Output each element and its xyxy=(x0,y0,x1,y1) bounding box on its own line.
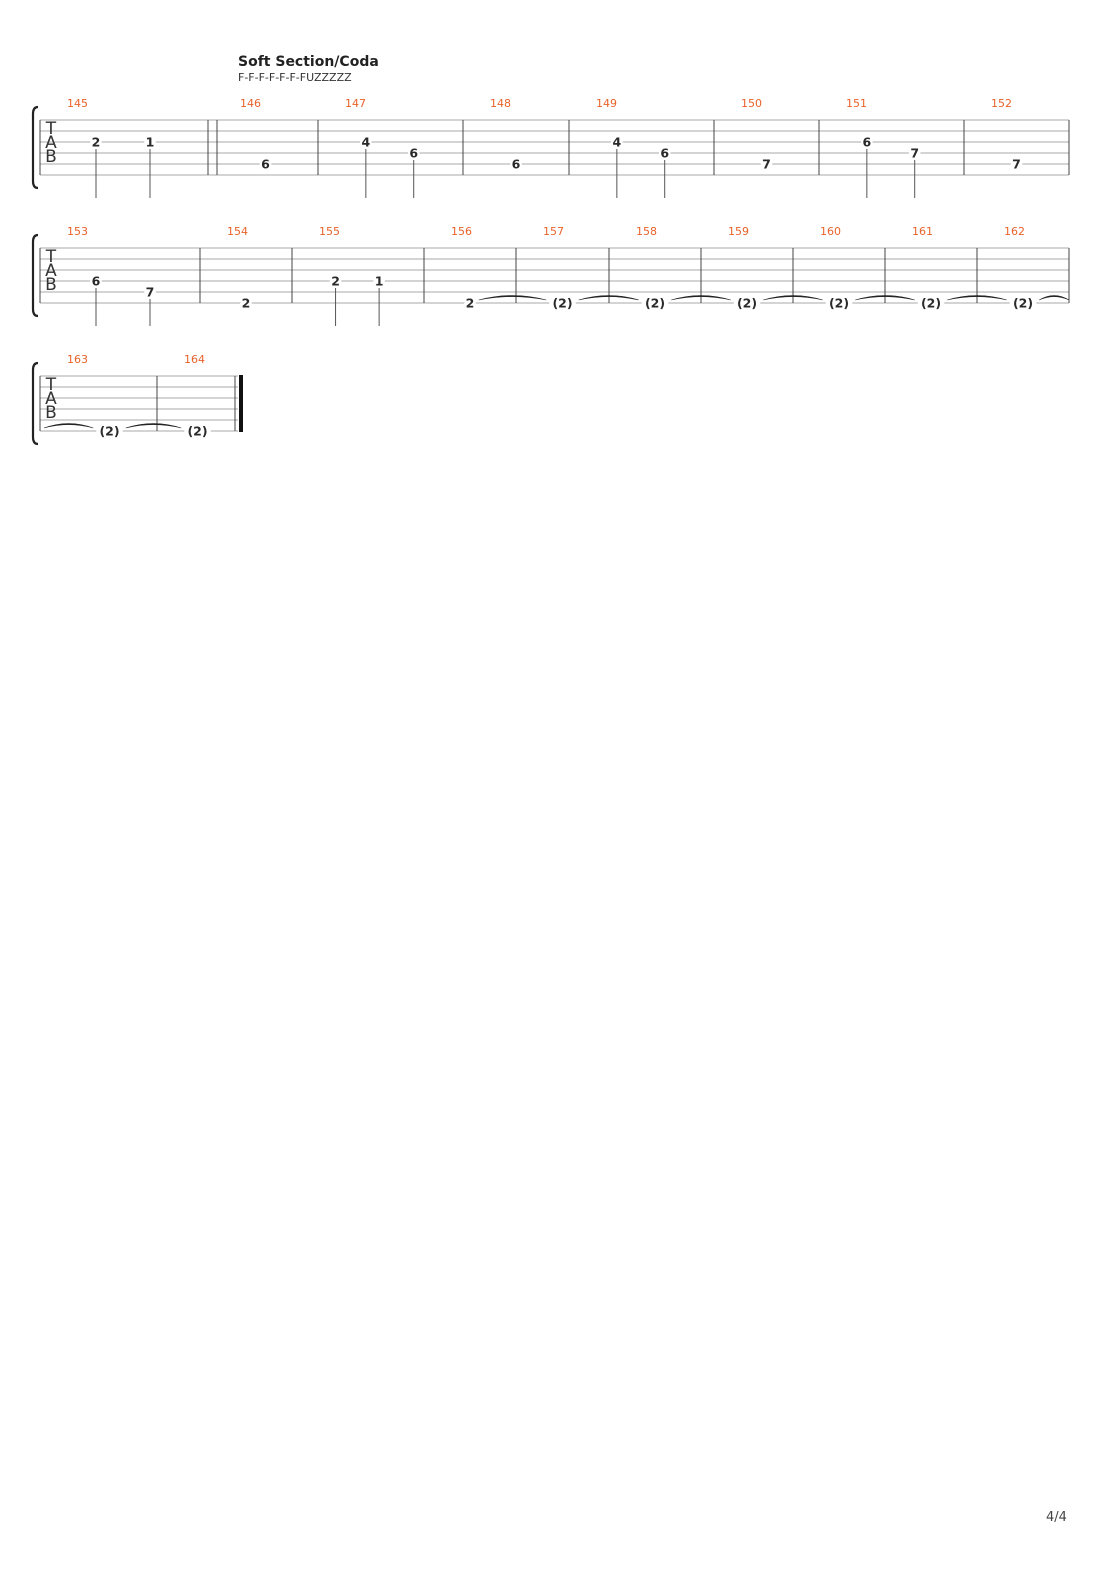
fret-number: 6 xyxy=(261,157,270,172)
fret-background xyxy=(825,296,853,309)
fret-number: (2) xyxy=(99,424,119,439)
fret-number: (2) xyxy=(829,296,849,311)
fret-background xyxy=(1009,296,1037,309)
measure-number: 150 xyxy=(741,97,762,110)
measure-number: 155 xyxy=(319,225,340,238)
fret-number: 6 xyxy=(409,146,418,161)
fret-background xyxy=(240,296,252,309)
measure-number: 158 xyxy=(636,225,657,238)
fret-background xyxy=(861,135,873,148)
tab-clef-letter: A xyxy=(45,133,57,153)
fret-number: 2 xyxy=(466,296,475,311)
fret-number: 1 xyxy=(146,135,155,150)
fret-background xyxy=(510,157,522,170)
tie-arc xyxy=(947,295,1007,301)
measure-number: 153 xyxy=(67,225,88,238)
fret-background xyxy=(259,157,272,170)
measure-number: 149 xyxy=(596,97,617,110)
fret-background xyxy=(760,157,773,170)
fret-background xyxy=(464,296,476,309)
fret-number: 2 xyxy=(331,274,340,289)
fret-number: (2) xyxy=(921,296,941,311)
fret-number: (2) xyxy=(552,296,572,311)
measure-number: 157 xyxy=(543,225,564,238)
fret-number: (2) xyxy=(1013,296,1033,311)
measure-number: 161 xyxy=(912,225,933,238)
system-bracket xyxy=(31,233,39,318)
fret-background xyxy=(407,146,420,159)
fret-background xyxy=(184,424,211,437)
section-subtitle: F-F-F-F-F-F-FUZZZZZ xyxy=(238,71,352,84)
fret-background xyxy=(96,424,123,437)
tie-arc xyxy=(671,295,731,301)
fret-background xyxy=(144,135,156,148)
fret-background xyxy=(90,135,102,148)
measure-number: 156 xyxy=(451,225,472,238)
measure-number: 152 xyxy=(991,97,1012,110)
measure-number: 148 xyxy=(490,97,511,110)
tie-arc xyxy=(578,295,639,301)
fret-number: 1 xyxy=(375,274,384,289)
tab-clef-letter: T xyxy=(45,375,57,395)
tie-arc xyxy=(43,423,94,429)
system-bracket xyxy=(31,361,39,446)
fret-number: 7 xyxy=(146,285,155,300)
fret-background xyxy=(1010,157,1023,170)
measure-number: 160 xyxy=(820,225,841,238)
fret-background xyxy=(641,296,669,309)
measure-number: 163 xyxy=(67,353,88,366)
fret-background xyxy=(329,274,342,287)
fret-number: 7 xyxy=(910,146,919,161)
fret-number: 7 xyxy=(1012,157,1021,172)
tie-arc xyxy=(1039,295,1070,301)
fret-number: 4 xyxy=(612,135,621,150)
fret-number: 6 xyxy=(862,135,871,150)
fret-background xyxy=(917,296,945,309)
fret-background xyxy=(373,274,385,287)
measure-number: 147 xyxy=(345,97,366,110)
tab-clef-letter: B xyxy=(45,403,57,423)
fret-number: (2) xyxy=(645,296,665,311)
fret-number: 2 xyxy=(242,296,251,311)
tie-arc xyxy=(125,423,182,429)
fret-background xyxy=(611,135,623,148)
fret-number: 4 xyxy=(361,135,370,150)
tab-clef-letter: T xyxy=(45,247,57,267)
fret-number: 7 xyxy=(762,157,771,172)
fret-background xyxy=(658,146,671,159)
page-number: 4/4 xyxy=(1046,1510,1067,1525)
fret-background xyxy=(360,135,372,148)
tab-clef-letter: B xyxy=(45,147,57,167)
measure-number: 159 xyxy=(728,225,749,238)
fret-background xyxy=(733,296,761,309)
tie-arc xyxy=(478,295,547,301)
tie-arc xyxy=(855,295,915,301)
fret-number: 6 xyxy=(660,146,669,161)
tie-arc xyxy=(763,295,823,301)
measure-number: 154 xyxy=(227,225,248,238)
tab-clef-letter: A xyxy=(45,389,57,409)
measure-number: 164 xyxy=(184,353,205,366)
system-bracket xyxy=(31,105,39,190)
tab-clef-letter: T xyxy=(45,119,57,139)
tab-clef-letter: A xyxy=(45,261,57,281)
fret-number: 6 xyxy=(512,157,521,172)
fret-number: 6 xyxy=(92,274,101,289)
fret-background xyxy=(908,146,921,159)
measure-number: 145 xyxy=(67,97,88,110)
fret-number: (2) xyxy=(187,424,207,439)
fret-background xyxy=(549,296,576,309)
section-title: Soft Section/Coda xyxy=(238,54,379,70)
fret-background xyxy=(144,285,156,298)
tab-clef-letter: B xyxy=(45,275,57,295)
measure-number: 162 xyxy=(1004,225,1025,238)
measure-number: 151 xyxy=(846,97,867,110)
fret-number: 2 xyxy=(92,135,101,150)
measure-number: 146 xyxy=(240,97,261,110)
fret-background xyxy=(90,274,102,287)
fret-number: (2) xyxy=(737,296,757,311)
